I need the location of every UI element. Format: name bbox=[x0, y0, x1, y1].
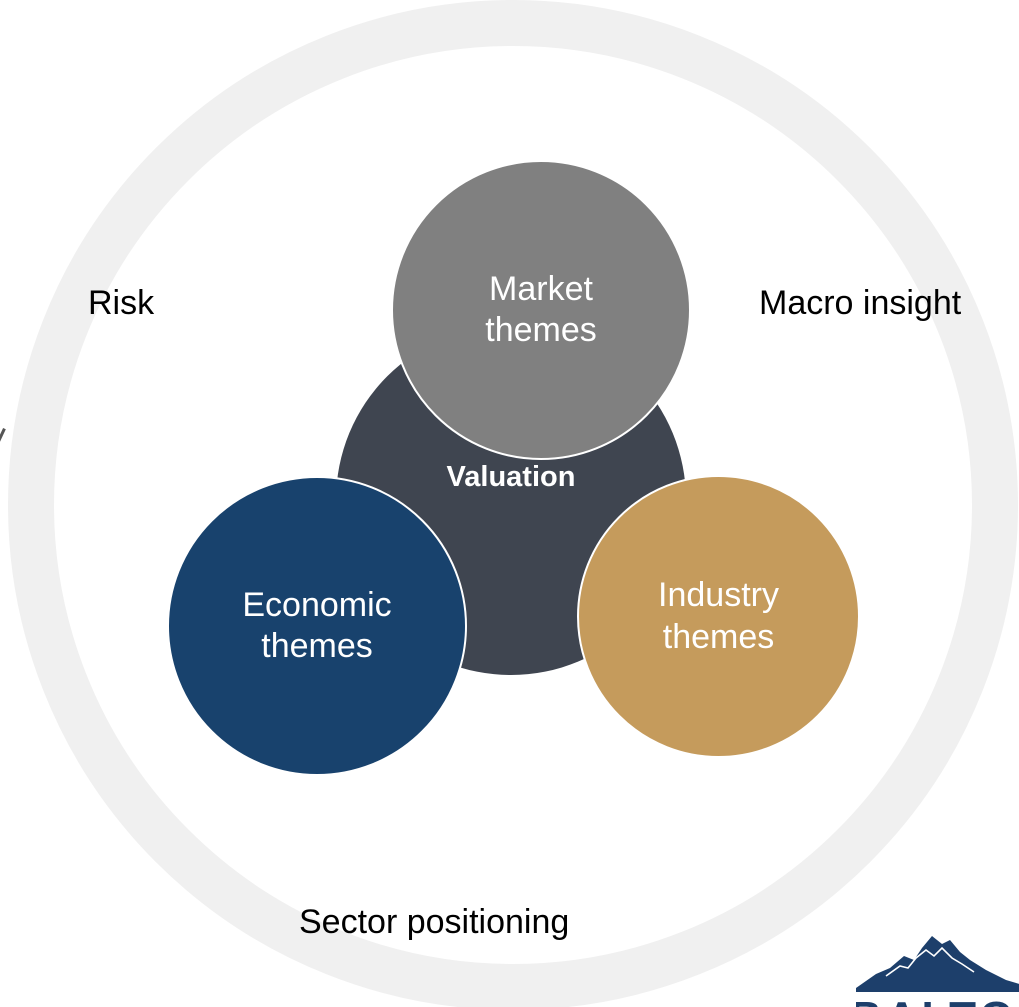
market-themes-line-1: Market bbox=[489, 269, 593, 308]
logo-wordmark: BALTO bbox=[856, 993, 1017, 1007]
mountain-snow-line bbox=[885, 946, 975, 977]
industry-themes-line-2: themes bbox=[662, 617, 775, 656]
industry-themes-circle: Industry themes bbox=[577, 475, 860, 758]
industry-themes-line-1: Industry bbox=[658, 576, 779, 615]
market-themes-line-2: themes bbox=[485, 311, 597, 349]
economic-themes-line-1: Economic bbox=[242, 585, 392, 624]
edge-mark bbox=[0, 428, 6, 442]
market-themes-circle: Market themes bbox=[391, 160, 691, 460]
sector-positioning-label: Sector positioning bbox=[299, 903, 570, 941]
economic-themes-circle: Economic themes bbox=[167, 476, 467, 776]
mountain-shape bbox=[856, 936, 1019, 992]
valuation-label: Valuation bbox=[446, 461, 576, 494]
mountain-logo-icon: BALTO bbox=[856, 936, 1019, 1007]
macro-insight-label: Macro insight bbox=[759, 284, 962, 322]
economic-themes-line-2: themes bbox=[261, 627, 373, 665]
risk-label: Risk bbox=[88, 284, 155, 322]
